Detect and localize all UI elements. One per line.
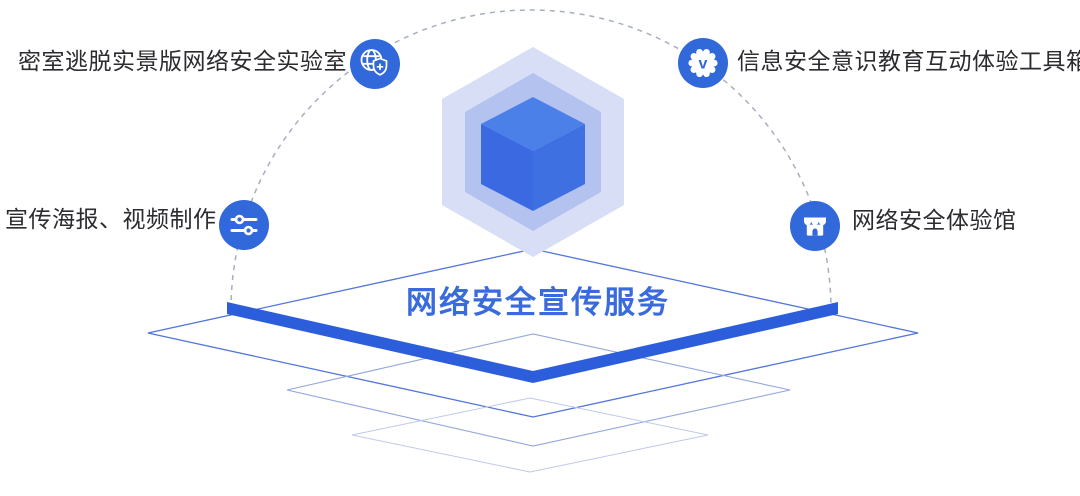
cube-right-face: [533, 124, 585, 211]
globe-shield-icon: [350, 39, 400, 89]
storefront-icon: [790, 201, 840, 251]
sliders-icon: [219, 200, 269, 250]
cube-left-face: [481, 124, 533, 211]
node-label-poster-video: 宣传海报、视频制作: [5, 206, 217, 232]
node-label-escape-room-lab: 密室逃脱实景版网络安全实验室: [18, 48, 347, 74]
cube-icon: [481, 97, 585, 211]
platform-outline-large: [147, 248, 919, 418]
platform-outline-small: [351, 397, 709, 473]
diagram-title: 网络安全宣传服务: [406, 285, 670, 320]
platform-outline-medium: [286, 333, 791, 447]
verified-badge-icon: v: [678, 38, 728, 88]
orbit-dashed-arc: [230, 9, 832, 311]
badge-v-letter: v: [699, 56, 708, 73]
node-label-experience-hall: 网络安全体验馆: [852, 207, 1017, 233]
node-label-awareness-toolbox: 信息安全意识教育互动体验工具箱: [737, 48, 1080, 74]
